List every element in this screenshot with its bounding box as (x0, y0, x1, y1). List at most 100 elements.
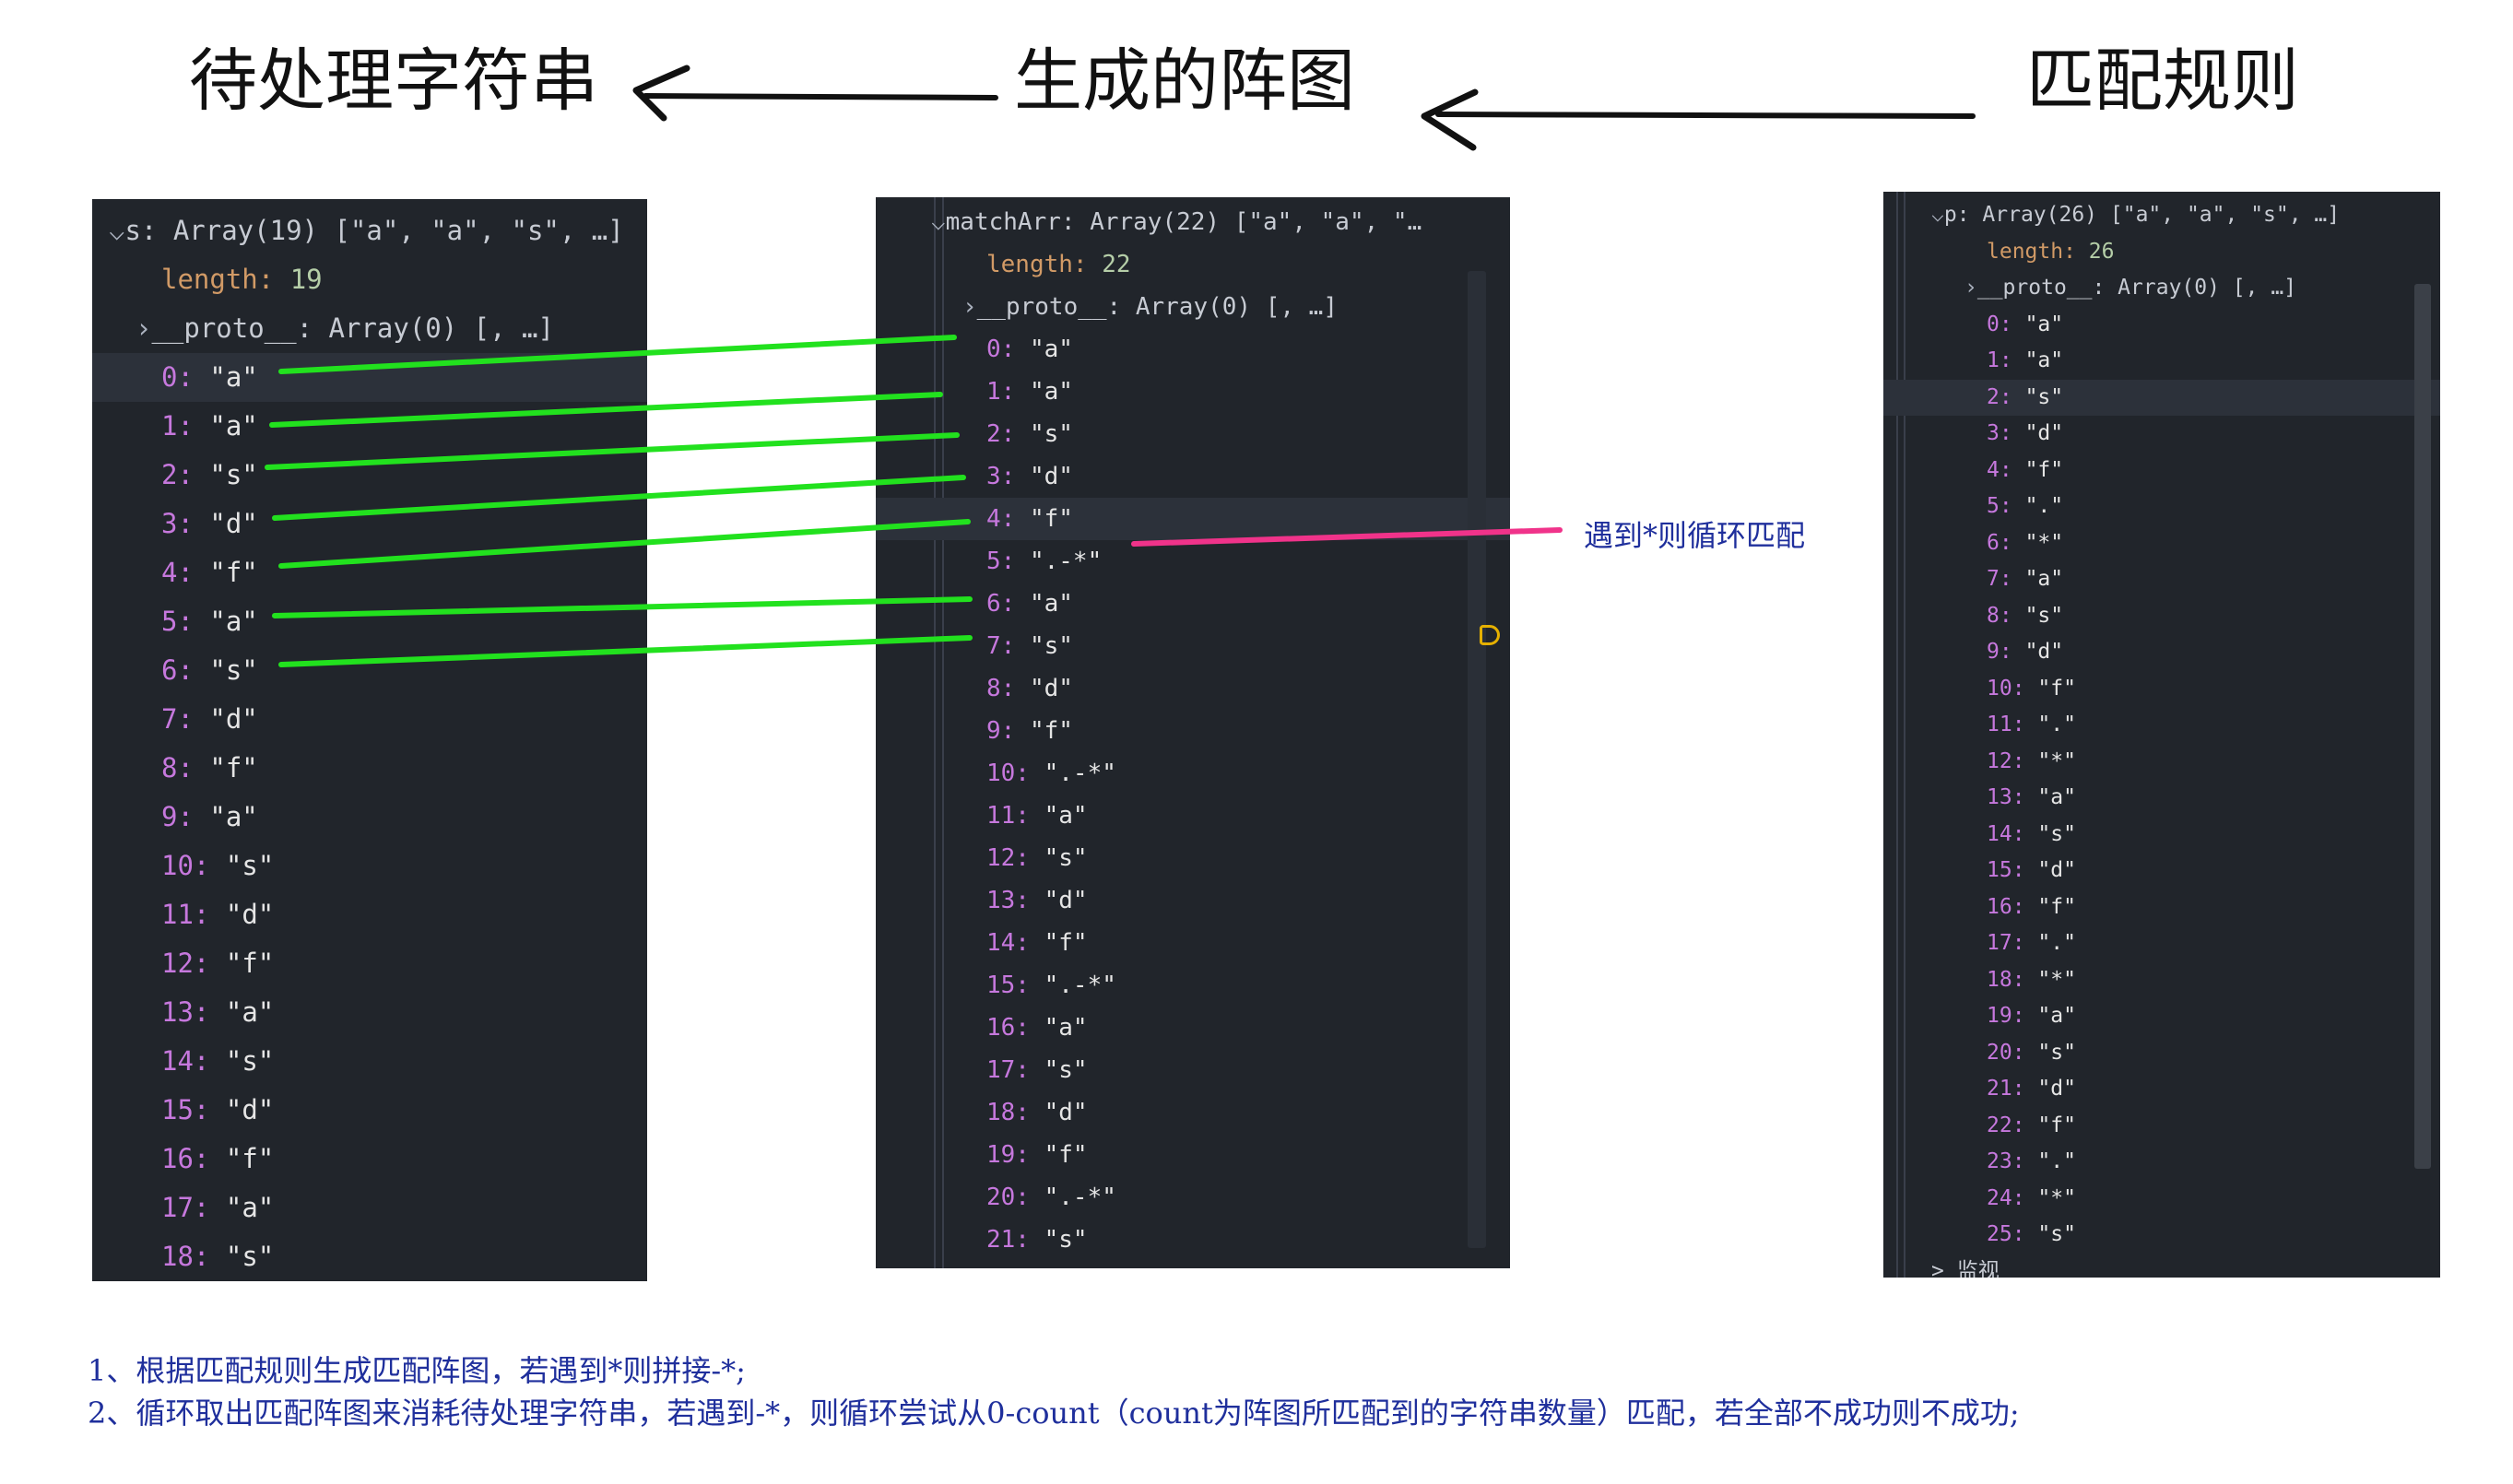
array-item-row: 2: "s" (92, 451, 647, 500)
item-value: "f" (1044, 929, 1088, 957)
item-value: "s" (209, 459, 258, 490)
item-index: 6: (161, 654, 194, 686)
array-item-row: 20: "s" (1883, 1035, 2440, 1072)
item-index: 5: (986, 548, 1016, 575)
array-item-row: 8: "s" (1883, 598, 2440, 635)
item-value: "." (2037, 1149, 2076, 1173)
item-value: "s" (1044, 1226, 1088, 1254)
item-value: "a" (1044, 802, 1088, 830)
array-item-row: 13: "a" (92, 988, 647, 1037)
proto-row[interactable]: › __proto__: Array(0) [, …] (92, 304, 647, 353)
item-value: "*" (2037, 748, 2076, 773)
length-row: length: 19 (92, 255, 647, 304)
scrollbar[interactable] (1468, 271, 1486, 1248)
proto-label: __proto__: Array(0) [, …] (151, 312, 554, 344)
item-value: "f" (1029, 505, 1073, 533)
item-index: 14: (1987, 821, 2025, 846)
arrow-left-head (1421, 88, 1479, 151)
length-row: length: 22 (876, 243, 1510, 286)
item-index: 20: (1987, 1040, 2025, 1065)
chevron-down-icon[interactable]: ⌵ (1931, 203, 1944, 227)
item-value: ".-*" (1044, 972, 1116, 999)
item-value: "f" (2037, 676, 2076, 701)
item-index: 23: (1987, 1149, 2025, 1173)
array-header-row[interactable]: ⌵ matchArr: Array(22) ["a", "a", "… (876, 201, 1510, 243)
item-index: 25: (1987, 1222, 2025, 1246)
item-index: 1: (986, 378, 1016, 406)
array-item-row: 11: "a" (876, 795, 1510, 837)
array-item-row: 6: "s" (92, 646, 647, 695)
array-header-row[interactable]: ⌵ s: Array(19) ["a", "a", "s", …] (92, 206, 647, 255)
array-item-row: 7: "d" (92, 695, 647, 744)
item-index: 2: (161, 459, 194, 490)
item-value: "." (2037, 713, 2076, 736)
proto-label: __proto__: Array(0) [, …] (976, 293, 1338, 321)
array-item-row: 10: "s" (92, 842, 647, 890)
array-item-row: 15: "d" (92, 1086, 647, 1135)
item-index: 4: (161, 557, 194, 588)
item-index: 11: (1987, 713, 2025, 736)
length-value: 22 (1102, 251, 1131, 278)
item-index: 11: (986, 802, 1030, 830)
array-item-row: 19: "f" (876, 1134, 1510, 1176)
item-value: "." (2024, 494, 2064, 518)
array-item-row: 17: "s" (876, 1049, 1510, 1091)
item-value: "a" (2037, 785, 2076, 809)
array-item-row: 7: "s" (876, 625, 1510, 667)
array-item-row: 9: "a" (92, 793, 647, 842)
note-line-2: 2、循环取出匹配阵图来消耗待处理字符串，若遇到-*，则循环尝试从0-count（… (88, 1396, 2020, 1431)
array-item-row: 18: "s" (92, 1232, 647, 1281)
item-value: "f" (2024, 457, 2064, 482)
array-item-row: 4: "f" (1883, 453, 2440, 489)
chevron-right-icon[interactable]: › (136, 312, 152, 344)
chevron-right-icon[interactable]: › (962, 293, 977, 321)
item-value: "s" (1029, 420, 1073, 448)
heading-generated-matrix: 生成的阵图 (1014, 41, 1355, 121)
item-index: 2: (1987, 384, 2012, 409)
debug-panel-p: ⌵ p: Array(26) ["a", "a", "s", …]length:… (1883, 192, 2440, 1278)
array-item-row: 23: "." (1883, 1144, 2440, 1181)
chevron-down-icon[interactable]: ⌵ (931, 208, 946, 236)
item-index: 3: (986, 463, 1016, 490)
chevron-right-icon[interactable]: › (1964, 276, 1977, 300)
item-index: 8: (986, 675, 1016, 702)
item-index: 16: (161, 1143, 210, 1174)
item-value: "f" (1029, 717, 1073, 745)
item-value: "a" (2037, 1004, 2076, 1028)
item-index: 8: (161, 752, 194, 783)
item-value: "s" (2024, 603, 2064, 628)
item-value: "a" (209, 361, 258, 393)
proto-row[interactable]: › __proto__: Array(0) [, …] (876, 286, 1510, 328)
item-index: 20: (986, 1184, 1030, 1211)
scrollbar[interactable] (2414, 284, 2431, 1169)
array-item-row: 5: ".-*" (876, 540, 1510, 583)
item-value: "a" (209, 410, 258, 442)
proto-label: __proto__: Array(0) [, …] (1976, 276, 2297, 300)
item-value: "f" (2037, 894, 2076, 919)
item-value: "f" (1044, 1141, 1088, 1169)
array-item-row: 3: "d" (876, 455, 1510, 498)
array-item-row: 7: "a" (1883, 561, 2440, 598)
item-index: 9: (986, 717, 1016, 745)
array-item-row: 15: ".-*" (876, 964, 1510, 1007)
note-line-1: 1、根据匹配规则生成匹配阵图，若遇到*则拼接-*; (88, 1353, 746, 1388)
indent-guide (1896, 192, 1898, 1278)
arrow-left-icon (1435, 112, 1976, 119)
array-item-row: 12: "f" (92, 939, 647, 988)
array-item-row: 5: "a" (92, 597, 647, 646)
footer-row[interactable]: p: Array(26) ["a", "a", "s", …] (876, 1261, 1510, 1268)
breakpoint-icon[interactable] (1480, 625, 1500, 645)
array-item-row: 17: "a" (92, 1184, 647, 1232)
array-item-row: 2: "s" (876, 413, 1510, 455)
item-index: 8: (1987, 603, 2012, 628)
array-item-row: 16: "f" (1883, 889, 2440, 926)
footer-row[interactable]: > 监视 (1883, 1254, 2440, 1278)
proto-row[interactable]: › __proto__: Array(0) [, …] (1883, 270, 2440, 307)
array-item-row: 14: "s" (92, 1037, 647, 1086)
item-value: "s" (2037, 1222, 2076, 1246)
chevron-down-icon[interactable]: ⌵ (109, 215, 125, 246)
item-index: 18: (1987, 967, 2025, 992)
array-header-row[interactable]: ⌵ p: Array(26) ["a", "a", "s", …] (1883, 197, 2440, 234)
array-item-row: 1: "a" (1883, 343, 2440, 380)
item-value: "f" (225, 1143, 275, 1174)
